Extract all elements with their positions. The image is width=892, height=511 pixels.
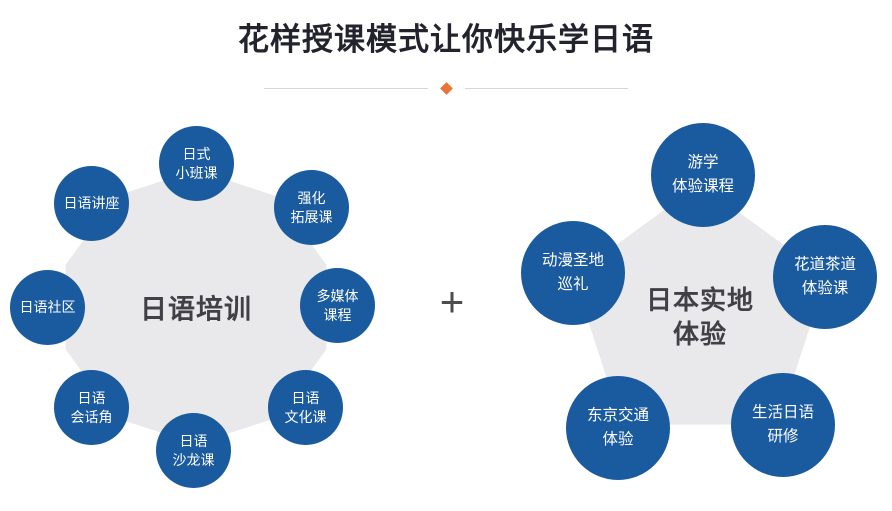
bubble-label-line: 游学 [687, 154, 719, 171]
divider-line-left [264, 88, 428, 89]
left-bubble-top-left: 日语讲座 [54, 166, 129, 241]
divider-line-right [464, 88, 628, 89]
right-cluster-title: 日本实地 体验 [646, 283, 754, 351]
bubble-label-line: 体验 [602, 431, 634, 448]
bubble-label-line: 多媒体 [316, 287, 359, 304]
bubble-label-line: 动漫圣地 [541, 252, 604, 269]
bubble-label-line: 研修 [767, 428, 799, 445]
plus-sign: + [439, 278, 465, 325]
bubble-label-line: 体验课 [801, 280, 849, 297]
right-cluster-title-line: 体验 [672, 319, 728, 349]
title-divider [264, 82, 628, 95]
left-bubble-left: 日语社区 [10, 270, 85, 345]
bubble-label-line: 会话角 [70, 408, 113, 425]
bubble-label-line: 体验课程 [671, 178, 734, 195]
bubble-label-line: 日语 [291, 389, 320, 406]
bubble-label-line: 日式 [182, 145, 211, 162]
bubble-label-line: 日语社区 [19, 299, 76, 315]
page-title: 花样授课模式让你快乐学日语 [238, 22, 654, 57]
right-bubble-left: 动漫圣地 巡礼 [521, 221, 625, 325]
left-bubble-bottom-left: 日语 会话角 [54, 370, 129, 445]
left-bubble-bottom: 日语 沙龙课 [156, 413, 231, 488]
bubble-label-line: 巡礼 [557, 276, 589, 293]
left-bubble-top-right: 强化 拓展课 [274, 170, 349, 245]
bubble-label-line: 生活日语 [751, 404, 814, 421]
left-bubble-top: 日式 小班课 [159, 126, 234, 201]
bubble-label-line: 花道茶道 [793, 256, 856, 273]
bubble-label-line: 课程 [323, 306, 352, 323]
bubble-label-line: 东京交通 [586, 407, 649, 424]
right-bubble-bottom-left: 东京交通 体验 [566, 376, 670, 480]
right-bubble-right: 花道茶道 体验课 [773, 225, 877, 329]
bubble-label-line: 拓展课 [290, 208, 333, 225]
bubble-label-line: 文化课 [284, 408, 327, 425]
bubble-label-line: 沙龙课 [172, 451, 215, 468]
bubble-label-line: 日语 [179, 432, 208, 449]
right-bubble-bottom-right: 生活日语 研修 [731, 373, 835, 477]
right-cluster-title-line: 日本实地 [645, 285, 755, 315]
left-cluster-title: 日语培训 [140, 294, 252, 325]
left-bubble-right: 多媒体 课程 [300, 268, 375, 343]
right-bubble-top: 游学 体验课程 [651, 123, 755, 227]
bubble-label-line: 日语讲座 [63, 195, 120, 211]
diamond-icon [439, 82, 453, 95]
bubble-label-line: 小班课 [175, 164, 218, 181]
left-bubble-bottom-right: 日语 文化课 [268, 370, 343, 445]
bubble-label-line: 强化 [297, 189, 326, 206]
bubble-label-line: 日语 [77, 389, 106, 406]
